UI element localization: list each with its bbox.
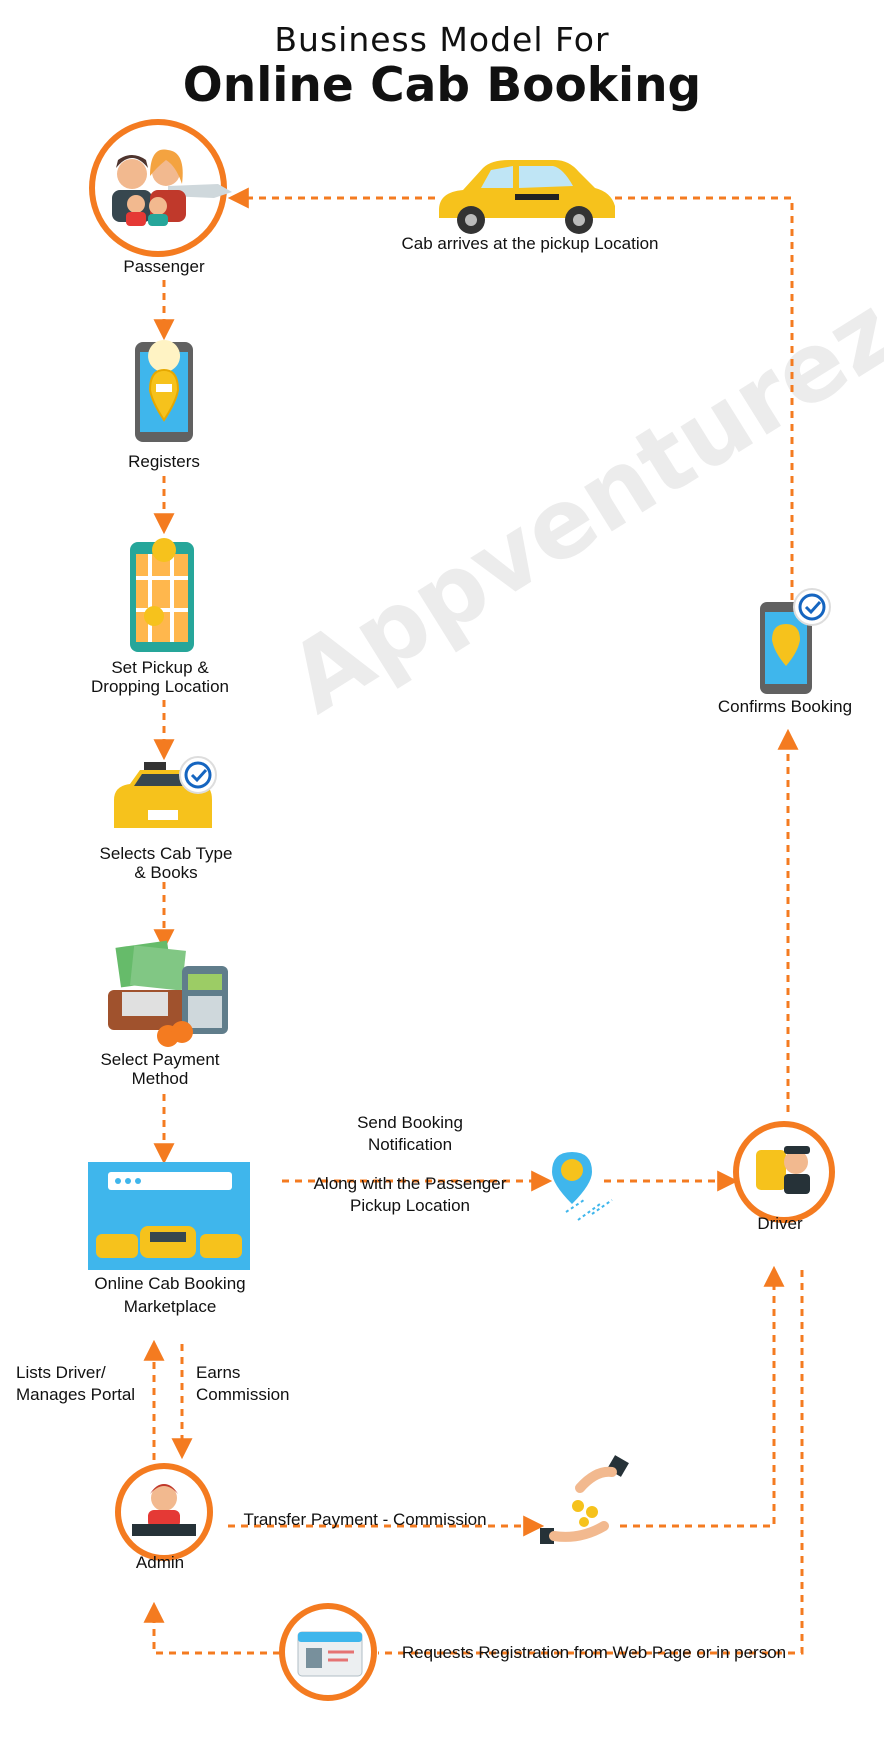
marketplace-line-1: Online Cab Booking: [94, 1274, 246, 1293]
driver-label: Driver: [757, 1214, 803, 1233]
selects-cab-line-2: & Books: [134, 863, 198, 882]
send-booking-line-1: Send Booking: [357, 1113, 463, 1132]
edge-id-admin: [143, 1601, 280, 1655]
id-card-icon: [279, 1603, 377, 1701]
map-phone-icon: [130, 538, 194, 652]
earns-label: Earns Commission: [196, 1362, 316, 1406]
title-line-1: Business Model For: [274, 20, 610, 59]
taxi-car-icon: [439, 160, 615, 234]
edge-confirms-to-passenger: [615, 196, 794, 600]
passenger-label: Passenger: [123, 257, 205, 276]
selects-cab-label: Selects Cab Type & Books: [76, 844, 256, 882]
hand-coins-icon: [540, 1455, 629, 1544]
selects-cab-line-1: Selects Cab Type: [99, 844, 233, 863]
lists-driver-line-2: Manages Portal: [16, 1385, 136, 1404]
send-booking-label: Send Booking Notification: [320, 1112, 500, 1156]
admin-label: Admin: [135, 1553, 185, 1572]
cab-check-icon: [114, 756, 217, 828]
along-with-label: Along with the Passenger Pickup Location: [290, 1173, 530, 1217]
payment-icon: [108, 940, 228, 1047]
checkmark-badge-icon: [760, 588, 831, 694]
edge-driver-bottom: [378, 1270, 804, 1655]
set-pickup-line-2: Dropping Location: [91, 677, 229, 696]
earns-line-1: Earns: [196, 1363, 241, 1382]
location-pin-icon: [552, 1152, 613, 1221]
marketplace-icon: [88, 1162, 250, 1270]
along-with-line-2: Pickup Location: [349, 1196, 471, 1215]
passenger-group-icon: [89, 119, 232, 257]
transfer-label: Transfer Payment - Commission: [243, 1510, 487, 1529]
marketplace-label: Online Cab Booking Marketplace: [70, 1272, 270, 1318]
admin-icon: [115, 1463, 213, 1561]
payment-line-1: Select Payment: [100, 1050, 220, 1069]
send-booking-line-2: Notification: [367, 1135, 453, 1154]
driver-icon: [733, 1121, 835, 1223]
lists-driver-label: Lists Driver/ Manages Portal: [16, 1362, 156, 1406]
along-with-line-1: Along with the Passenger: [313, 1174, 507, 1193]
edge-hand-driver: [620, 1265, 785, 1528]
set-pickup-line-1: Set Pickup &: [111, 658, 209, 677]
cab-arrives-label: Cab arrives at the pickup Location: [401, 234, 659, 253]
earns-line-2: Commission: [196, 1385, 290, 1404]
registers-label: Registers: [128, 452, 200, 471]
set-pickup-label: Set Pickup & Dropping Location: [70, 658, 250, 696]
lists-driver-line-1: Lists Driver/: [16, 1363, 106, 1382]
payment-label: Select Payment Method: [70, 1050, 250, 1088]
smartphone-icon: [135, 340, 193, 442]
payment-line-2: Method: [131, 1069, 189, 1088]
confirms-label: Confirms Booking: [717, 697, 853, 716]
marketplace-line-2: Marketplace: [123, 1297, 217, 1316]
requests-label: Requests Registration from Web Page or i…: [401, 1643, 787, 1662]
title-line-2: Online Cab Booking: [182, 58, 702, 113]
